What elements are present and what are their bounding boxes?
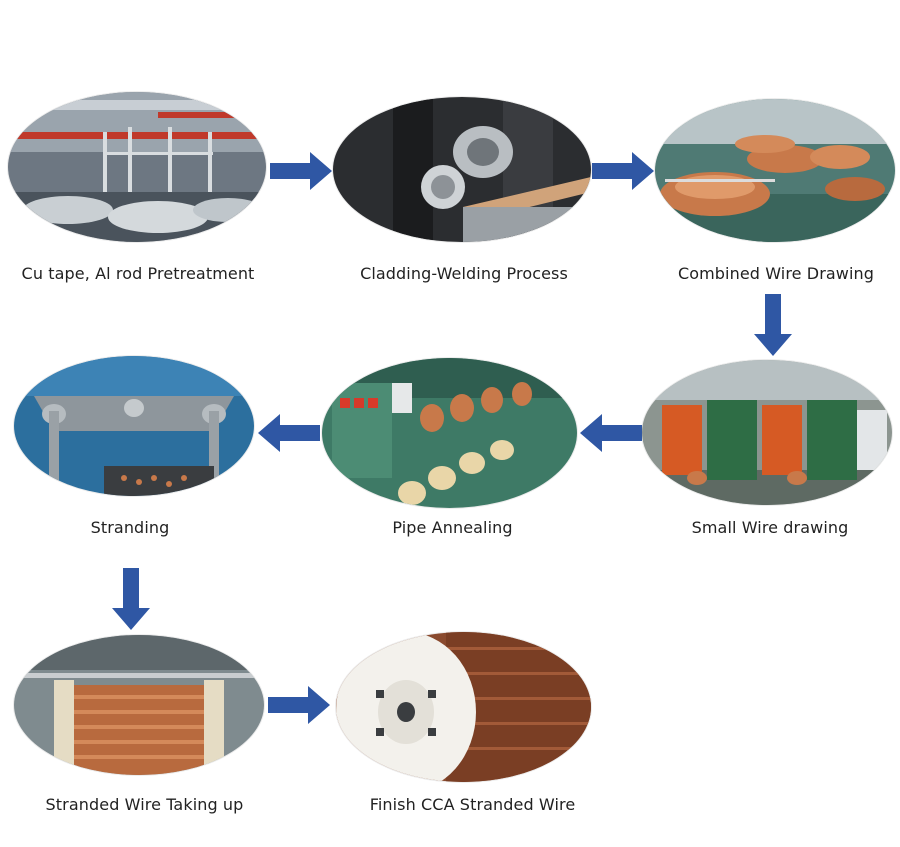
photo-finish-cca-stranded-wire	[336, 632, 591, 782]
arrow-left-icon	[258, 414, 320, 452]
step-label-3: Combined Wire Drawing	[677, 264, 875, 283]
photo-stranded-wire-taking-up	[14, 635, 264, 775]
step-label-6: Stranding	[90, 518, 170, 537]
factory-hall-icon	[8, 92, 266, 242]
arrow-right-icon	[270, 152, 332, 190]
arrow-left-icon	[580, 414, 642, 452]
step-label-5: Pipe Annealing	[392, 518, 513, 537]
arrow-right-icon	[592, 152, 654, 190]
arrow-down-icon	[754, 294, 792, 356]
finished-spool-icon	[336, 632, 591, 782]
photo-stranding	[14, 356, 254, 496]
photo-combined-wire-drawing	[655, 99, 895, 242]
drawing-machines-icon	[642, 360, 892, 505]
photo-cladding-welding	[333, 97, 591, 242]
photo-small-wire-drawing	[642, 360, 892, 505]
arrow-down-icon	[112, 568, 150, 630]
photo-pretreatment	[8, 92, 266, 242]
arrow-right-icon	[268, 686, 330, 724]
copper-coils-icon	[655, 99, 895, 242]
stranding-machine-icon	[14, 356, 254, 496]
step-label-1: Cu tape, Al rod Pretreatment	[21, 264, 255, 283]
step-label-7: Stranded Wire Taking up	[45, 795, 244, 814]
step-label-8: Finish CCA Stranded Wire	[369, 795, 576, 814]
photo-pipe-annealing	[322, 358, 577, 508]
annealing-machine-icon	[322, 358, 577, 508]
wire-reel-icon	[14, 635, 264, 775]
welding-machine-icon	[333, 97, 591, 242]
step-label-2: Cladding-Welding Process	[360, 264, 568, 283]
step-label-4: Small Wire drawing	[691, 518, 849, 537]
